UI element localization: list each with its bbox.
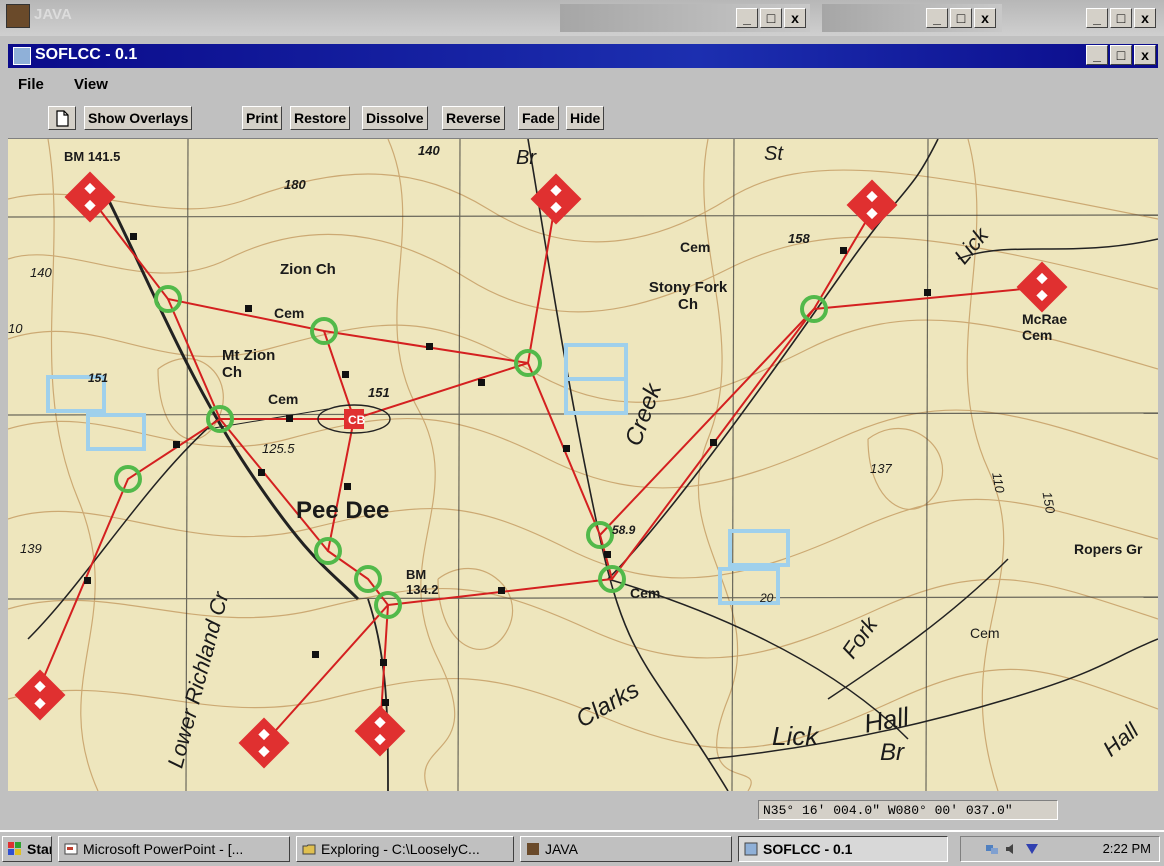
system-tray: 2:22 PM [960,836,1160,862]
map-label-elevation: 151 [88,371,109,385]
background-window-buttons: _ □ x [736,8,806,28]
document-icon [56,110,69,127]
maximize-icon[interactable]: □ [760,8,782,28]
restore-button[interactable]: Restore [290,106,351,130]
map-label-elevation: 140 [30,265,52,280]
background-window-buttons-2: _ □ x [926,8,996,28]
minimize-icon[interactable]: _ [1086,45,1108,65]
app-icon [744,842,758,856]
taskbar-item-label: Microsoft PowerPoint - [... [83,841,244,857]
menu-view[interactable]: View [74,76,108,93]
taskbar-item-exploring[interactable]: Exploring - C:\LooselyC... [296,836,514,862]
taskbar: Start Microsoft PowerPoint - [... Explor… [0,830,1164,866]
map-overlay-svg [8,139,1158,791]
route-lines [37,196,1045,740]
taskbar-item-soflcc[interactable]: SOFLCC - 0.1 [738,836,948,862]
close-icon[interactable]: x [974,8,996,28]
unit-markers [14,171,1068,769]
coordinate-readout: N35° 16' 004.0" W080° 00' 037.0" [758,800,1058,820]
java-app-icon [6,4,30,28]
app-icon [13,47,31,65]
app-title: SOFLCC - 0.1 [35,46,138,63]
map-label-bm: BM 134.2 [406,567,439,597]
map-label-st: St [764,143,783,165]
taskbar-item-java[interactable]: JAVA [520,836,732,862]
menubar: File View [8,70,1158,100]
route-waypoints [84,233,931,706]
map-label-elevation: 10 [8,321,23,336]
clock: 2:22 PM [1102,841,1151,856]
map-label-elevation: 140 [418,143,440,158]
network-nodes [114,285,828,619]
powerpoint-icon [64,843,78,855]
reverse-button[interactable]: Reverse [442,106,505,130]
map-label-elevation: 158 [788,231,810,246]
start-label: Start [27,841,51,857]
app-titlebar: SOFLCC - 0.1 _ □ x [8,44,1158,68]
map-label-elevation: 125.5 [262,441,295,456]
java-icon [527,843,539,855]
taskbar-item-powerpoint[interactable]: Microsoft PowerPoint - [... [58,836,290,862]
maximize-icon[interactable]: □ [1110,45,1132,65]
map-label-bm: BM 141.5 [64,149,121,164]
map-label-lick: Lick [772,721,819,751]
map-label-mcrae-cem: McRae Cem [1022,311,1068,343]
overlay-units [46,343,790,605]
command-post-marker [317,404,391,434]
outer-window-title: JAVA [34,6,72,23]
toolbar: Show Overlays Print Restore Dissolve Rev… [8,100,1158,134]
command-post-label: CB [348,413,366,427]
network-icon[interactable] [985,843,999,855]
map-label-cem: Cem [680,239,711,255]
map-label-elevation: 180 [284,177,306,192]
start-button[interactable]: Start [2,836,52,862]
maximize-icon[interactable]: □ [950,8,972,28]
map-label-elevation: 137 [870,461,892,476]
fade-button[interactable]: Fade [518,106,559,130]
map-label-elevation: 58.9 [612,523,636,537]
show-overlays-button[interactable]: Show Overlays [84,106,193,130]
taskbar-item-label: Exploring - C:\LooselyC... [321,841,480,857]
speaker-icon[interactable] [1005,843,1019,855]
taskbar-item-label: JAVA [545,841,578,857]
hide-button[interactable]: Hide [566,106,605,130]
windows-logo-icon [8,842,21,855]
shield-icon[interactable] [1025,843,1039,855]
map-label-elevation: 139 [20,541,42,556]
background-window-titlebar-2 [822,4,1002,32]
menu-file[interactable]: File [18,76,44,93]
map-label-elevation: 151 [368,385,390,400]
map-label-pee-dee: Pee Dee [296,497,390,524]
map-label-ropers-gr: Ropers Gr [1074,541,1143,557]
close-icon[interactable]: x [1134,45,1156,65]
minimize-icon[interactable]: _ [1086,8,1108,28]
taskbar-item-label: SOFLCC - 0.1 [763,841,853,857]
dissolve-button[interactable]: Dissolve [362,106,428,130]
map-label-cem: Cem [268,391,299,407]
print-button[interactable]: Print [242,106,282,130]
topographic-map[interactable]: BM 141.5 180 140 Br St Zion Ch Cem Cem S… [8,138,1158,791]
map-label-mt-zion-ch: Mt Zion Ch [222,347,276,381]
app-window-buttons: _ □ x [1086,45,1156,65]
map-label-elevation: 20 [760,591,774,605]
new-document-button[interactable] [48,106,76,130]
minimize-icon[interactable]: _ [926,8,948,28]
outer-window-buttons: _ □ x [1086,8,1156,28]
map-label-cem: Cem [970,625,1000,641]
outer-window-titlebar: JAVA _ □ x _ □ x _ □ x [0,0,1164,36]
map-label-br: Br [880,739,904,766]
close-icon[interactable]: x [1134,8,1156,28]
folder-icon [302,844,316,855]
minimize-icon[interactable]: _ [736,8,758,28]
map-label-zion-ch: Zion Ch [280,261,336,278]
maximize-icon[interactable]: □ [1110,8,1132,28]
close-icon[interactable]: x [784,8,806,28]
map-label-br: Br [516,147,536,169]
map-label-stony-fork-ch: Stony Fork Ch [648,279,728,313]
map-label-cem: Cem [630,585,661,601]
map-label-cem: Cem [274,305,305,321]
